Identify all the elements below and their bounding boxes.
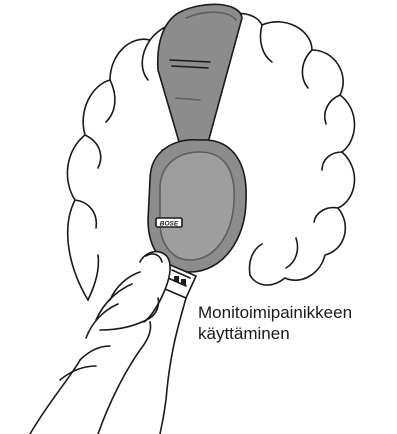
headphone-cable: [160, 298, 186, 434]
caption-line-2: käyttäminen: [198, 323, 352, 344]
caption-line-1: Monitoimipainikkeen: [198, 302, 352, 323]
svg-text:BOSE: BOSE: [160, 221, 179, 228]
caption: Monitoimipainikkeen käyttäminen: [198, 302, 352, 344]
hand: [30, 252, 170, 434]
